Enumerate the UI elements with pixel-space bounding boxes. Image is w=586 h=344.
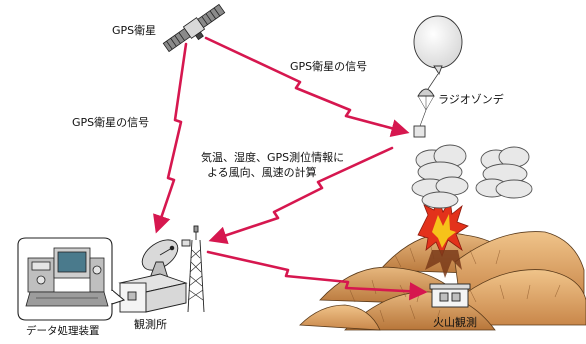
signal-arrows [153,36,428,301]
signal-arrow-radiosonde-to-observatory [208,146,394,245]
signal-arrow-observatory-to-volcano [206,250,428,301]
observatory-building [118,273,188,313]
volcano-observation-hut [429,283,471,308]
label-calculation-line1: 気温、湿度、GPS測位情報に [201,151,345,164]
observatory-dish-antenna-icon [141,239,179,279]
cloud-right [475,146,533,199]
label-gps-signal-left: GPS衛星の信号 [72,116,150,129]
data-processor-icon [25,247,109,307]
volcano-mounds [299,231,586,331]
label-observatory: 観測所 [134,318,167,331]
observatory-tower-icon [181,225,205,313]
smoke-clouds [411,144,533,209]
label-gps-signal-top: GPS衛星の信号 [290,60,368,73]
volcano-eruption [417,193,469,278]
label-data-processor: データ処理装置 [26,325,100,337]
label-gps-satellite: GPS衛星 [112,24,157,37]
label-volcano-observation: 火山観測 [433,316,477,329]
signal-arrow-satellite-to-observatory [153,42,188,234]
label-radiosonde: ラジオゾンデ [438,93,504,106]
gps-satellite-icon [162,3,226,53]
label-calculation-line2: よる風向、風速の計算 [207,166,317,179]
signal-arrow-satellite-to-radiosonde [204,36,410,138]
cloud-left [411,144,469,209]
radiosonde-balloon-icon [413,15,463,138]
